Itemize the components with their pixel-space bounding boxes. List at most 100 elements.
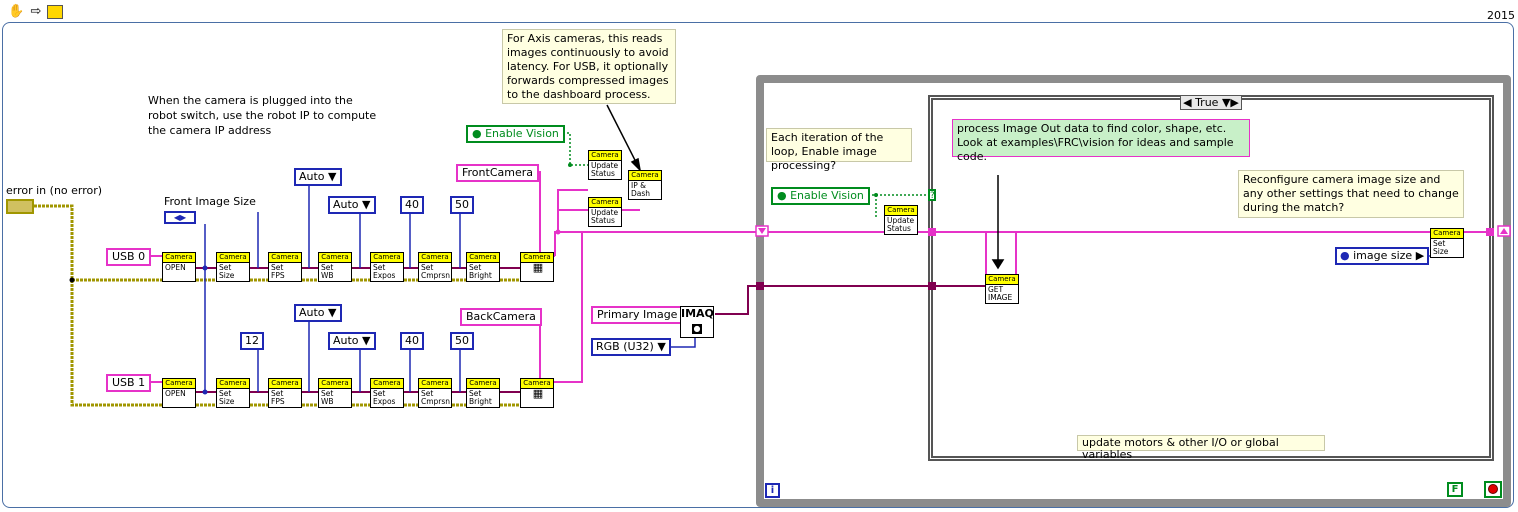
globe-icon: ● bbox=[1340, 249, 1354, 262]
vi-header: Camera bbox=[319, 253, 351, 263]
vi-label: Set Size bbox=[219, 263, 235, 280]
front-camera-constant[interactable]: FrontCamera bbox=[456, 164, 539, 182]
while-loop[interactable] bbox=[756, 75, 1511, 507]
front-image-size-control[interactable]: ◀▶ bbox=[164, 211, 196, 224]
auto-wb-back[interactable]: Auto ▼ bbox=[328, 332, 376, 350]
vi-header: Camera bbox=[163, 253, 195, 263]
case-dropdown-icon[interactable]: ▼ bbox=[1221, 96, 1231, 109]
size-back-constant[interactable]: 12 bbox=[240, 332, 264, 350]
vi-label: Update Status bbox=[887, 216, 915, 233]
vi-label: Set Expos bbox=[373, 263, 396, 280]
vi-label: IP & Dash bbox=[631, 181, 651, 198]
auto-wb-front-label: Auto bbox=[333, 198, 359, 211]
expos-back-constant[interactable]: 40 bbox=[400, 332, 424, 350]
vi-label: Set WB bbox=[321, 263, 334, 280]
cmprsn-back-constant[interactable]: 50 bbox=[450, 332, 474, 350]
imaq-label: IMAQ bbox=[681, 307, 714, 320]
usb0-constant[interactable]: USB 0 bbox=[106, 248, 152, 266]
vi-label: Update Status bbox=[591, 208, 619, 225]
case-next-icon[interactable]: ▶ bbox=[1230, 96, 1239, 109]
vi-label: GET IMAGE bbox=[988, 285, 1013, 302]
enable-vision-constant-2[interactable]: ● Enable Vision bbox=[771, 187, 870, 205]
vi-header: Camera bbox=[371, 379, 403, 389]
highlight-execution-icon[interactable] bbox=[47, 5, 63, 19]
vi-label: ▦ bbox=[532, 387, 544, 400]
vi-header: Camera bbox=[319, 379, 351, 389]
case-selector-value: True bbox=[1195, 96, 1219, 109]
loop-iteration-terminal: i bbox=[765, 483, 780, 498]
hand-pan-icon[interactable]: ✋ bbox=[8, 4, 25, 19]
vi-label: OPEN bbox=[165, 263, 186, 272]
comment-update-motors: update motors & other I/O or global vari… bbox=[1077, 435, 1325, 461]
camera-name-vi-front[interactable]: Camera▦ bbox=[520, 252, 554, 282]
vi-label: Set Bright bbox=[469, 389, 492, 406]
vi-header: Camera bbox=[589, 151, 621, 161]
expos-front-constant[interactable]: 40 bbox=[400, 196, 424, 214]
comment-axis-cameras: For Axis cameras, this reads images cont… bbox=[502, 29, 676, 104]
primary-image-constant[interactable]: Primary Image bbox=[591, 306, 684, 324]
enable-vision-tunnel-tag: ? bbox=[928, 189, 936, 201]
vi-header: Camera bbox=[521, 379, 553, 389]
case-prev-icon[interactable]: ◀ bbox=[1183, 96, 1192, 109]
camera-name-vi-back[interactable]: Camera▦ bbox=[520, 378, 554, 408]
case-selector[interactable]: ◀ True ▼▶ bbox=[1180, 95, 1242, 110]
vi-label: Update Status bbox=[591, 161, 619, 178]
cmprsn-front-constant[interactable]: 50 bbox=[450, 196, 474, 214]
vi-header: Camera bbox=[269, 253, 301, 263]
vi-header: Camera bbox=[885, 206, 917, 216]
error-in-control[interactable] bbox=[6, 199, 34, 214]
auto-fps-back[interactable]: Auto ▼ bbox=[294, 304, 342, 322]
rgb-constant[interactable]: RGB (U32) ▼ bbox=[591, 338, 671, 356]
auto-wb-front[interactable]: Auto ▼ bbox=[328, 196, 376, 214]
imaq-create-vi[interactable]: IMAQ ● bbox=[680, 306, 714, 338]
globe-icon: ● bbox=[777, 189, 791, 202]
enable-vision-label-1: Enable Vision bbox=[485, 127, 559, 140]
usb1-constant[interactable]: USB 1 bbox=[106, 374, 152, 392]
vi-label: Set Cmprsn bbox=[421, 389, 451, 406]
image-size-control[interactable]: ● image size ▶ bbox=[1335, 247, 1430, 265]
stop-icon bbox=[1488, 484, 1498, 494]
vi-label: Set Expos bbox=[373, 389, 396, 406]
vi-label: Set Size bbox=[219, 389, 235, 406]
comment-process-image: process Image Out data to find color, sh… bbox=[952, 119, 1250, 163]
enable-vision-constant-1[interactable]: ● Enable Vision bbox=[466, 125, 565, 143]
back-camera-constant[interactable]: BackCamera bbox=[460, 308, 542, 326]
vi-header: Camera bbox=[217, 253, 249, 263]
auto-fps-front[interactable]: Auto ▼ bbox=[294, 168, 342, 186]
vi-header: Camera bbox=[163, 379, 195, 389]
auto-wb-back-label: Auto bbox=[333, 334, 359, 347]
year-label: 2015 bbox=[1487, 9, 1515, 22]
arrow-icon[interactable]: ⇨ bbox=[30, 4, 42, 19]
vi-header: Camera bbox=[467, 379, 499, 389]
loop-stop-terminal[interactable] bbox=[1484, 481, 1502, 498]
comment-reconfigure: Reconfigure camera image size and any ot… bbox=[1238, 170, 1464, 218]
loop-stop-constant[interactable]: F bbox=[1447, 482, 1463, 497]
vi-header: Camera bbox=[217, 379, 249, 389]
vi-header: Camera bbox=[986, 275, 1018, 285]
front-image-size-label: Front Image Size bbox=[164, 195, 256, 208]
vi-label: Set Cmprsn bbox=[421, 263, 451, 280]
imaq-create-icon: ● bbox=[691, 324, 703, 334]
vi-header: Camera bbox=[371, 253, 403, 263]
